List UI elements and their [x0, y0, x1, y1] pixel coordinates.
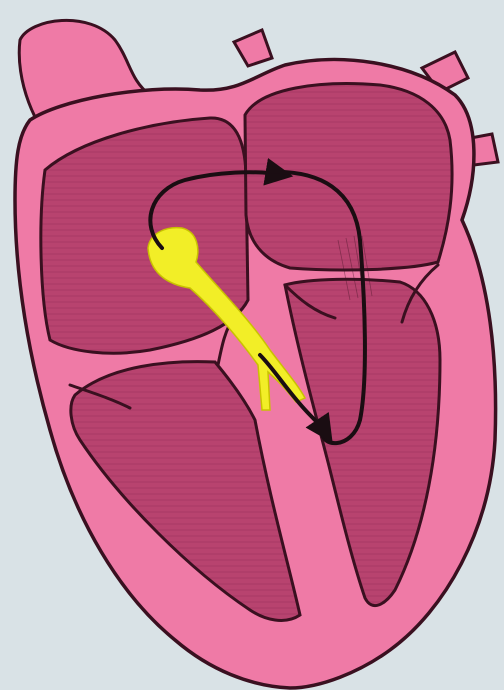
right-atrium: [41, 118, 248, 353]
left-atrium: [245, 84, 452, 270]
